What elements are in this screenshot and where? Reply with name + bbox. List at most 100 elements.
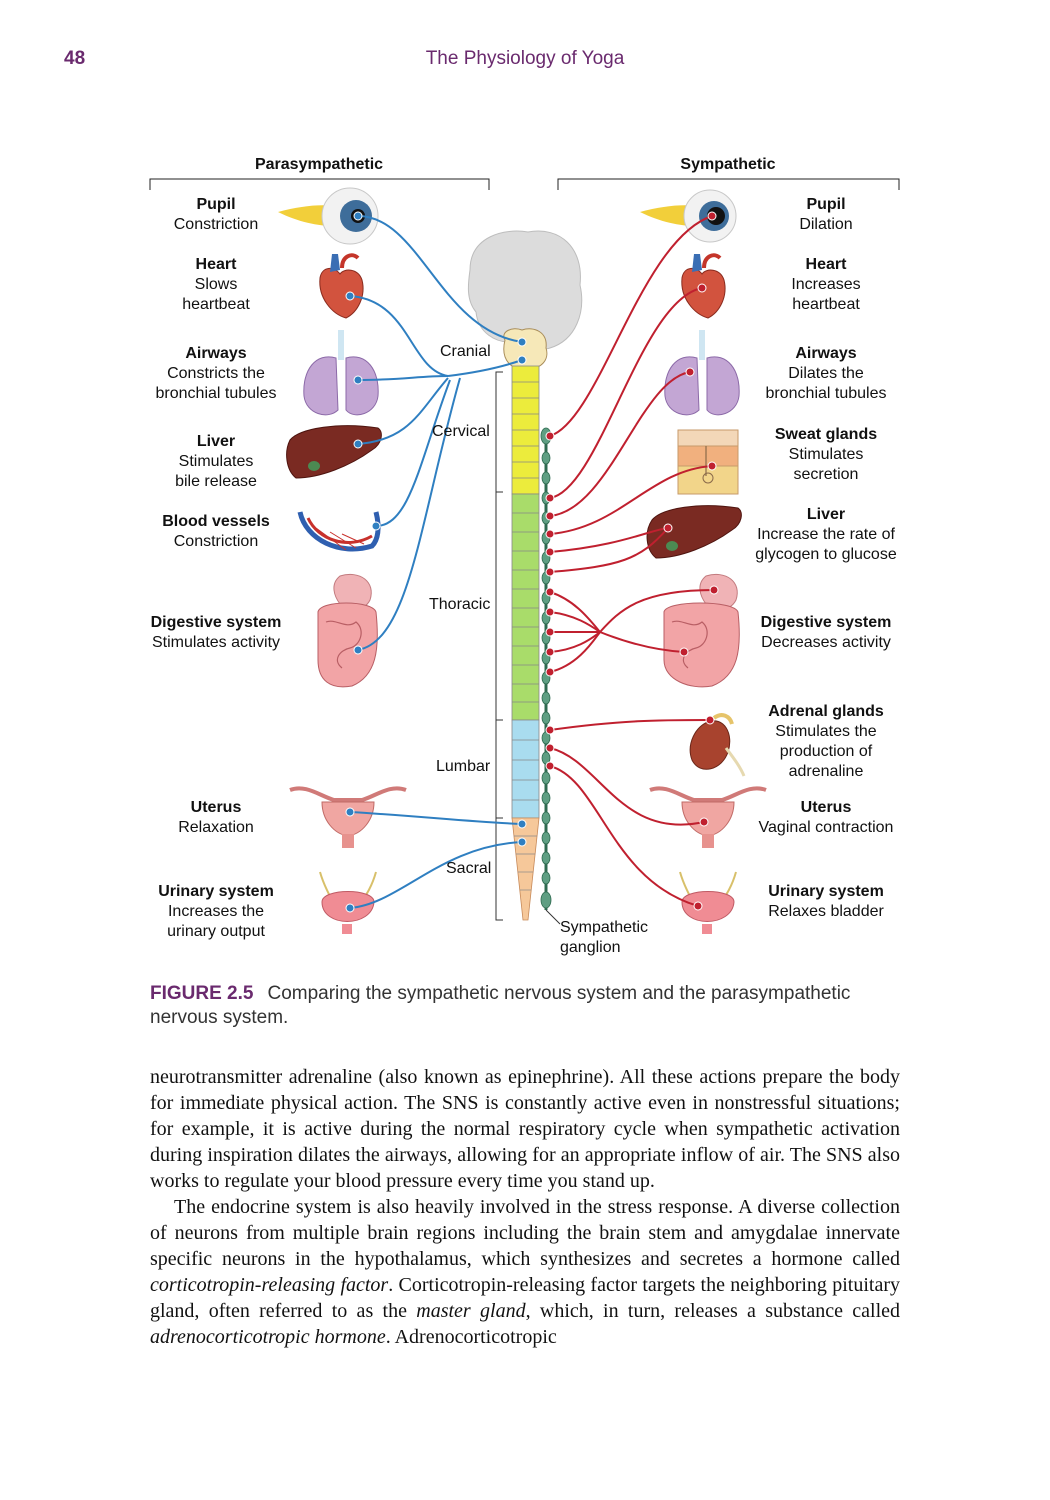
left-uterus-icon xyxy=(289,786,407,848)
label-desc: Increases the xyxy=(167,903,265,920)
right-label-liver: Liver Increase the rate of glycogen to g… xyxy=(736,505,916,565)
label-desc: Increases xyxy=(791,276,861,293)
label-desc: bronchial tubules xyxy=(155,385,277,402)
label-desc: Dilates the xyxy=(788,365,864,382)
ganglion-pointer xyxy=(545,909,561,925)
brain-shape xyxy=(467,230,583,350)
label-desc: Increase the rate of xyxy=(757,526,895,543)
label-desc: Relaxation xyxy=(178,819,254,836)
left-lungs-icon xyxy=(303,330,379,416)
right-label-heart: Heart Increases heartbeat xyxy=(736,255,916,315)
label-title: Liver xyxy=(196,433,236,450)
ganglion-label-line: ganglion xyxy=(560,939,621,956)
parasympathetic-dots xyxy=(345,211,527,913)
right-sweat-glands-icon xyxy=(677,429,739,495)
paragraph: The endocrine system is also heavily inv… xyxy=(150,1194,900,1350)
label-desc: Decreases activity xyxy=(761,634,891,651)
label-desc: heartbeat xyxy=(792,296,860,313)
label-title: Urinary system xyxy=(768,883,884,900)
label-title: Airways xyxy=(185,345,247,362)
text-run: The endocrine system is also heavily inv… xyxy=(150,1196,900,1270)
right-lungs-icon xyxy=(664,330,740,416)
spinal-cord xyxy=(511,365,540,921)
nervous-system-diagram: Parasympathetic Sympathetic xyxy=(149,156,900,934)
label-title: Heart xyxy=(195,256,237,273)
label-title: Pupil xyxy=(806,196,846,213)
text-run: , which, in turn, releases a substance c… xyxy=(525,1300,901,1322)
label-title: Uterus xyxy=(190,799,242,816)
label-desc: Constriction xyxy=(173,533,259,550)
label-desc: bile release xyxy=(175,473,257,490)
left-label-airways: Airways Constricts the bronchial tubules xyxy=(126,344,306,404)
body-text: neurotransmitter adrenaline (also known … xyxy=(150,1064,900,1350)
label-desc: urinary output xyxy=(167,923,265,940)
label-desc: Relaxes bladder xyxy=(768,903,884,920)
right-uterus-icon xyxy=(649,786,767,848)
label-desc: Stimulates the xyxy=(775,723,877,740)
label-desc: Slows xyxy=(194,276,238,293)
right-label-airways: Airways Dilates the bronchial tubules xyxy=(736,344,916,404)
segment-sacral: Sacral xyxy=(446,860,492,877)
segment-thoracic: Thoracic xyxy=(429,596,491,613)
running-title: The Physiology of Yoga xyxy=(425,48,625,69)
right-label-adrenal: Adrenal glands Stimulates the production… xyxy=(736,702,916,782)
left-label-uterus: Uterus Relaxation xyxy=(126,798,306,838)
label-desc: adrenaline xyxy=(788,763,864,780)
paragraph: neurotransmitter adrenaline (also known … xyxy=(150,1066,900,1192)
label-title: Liver xyxy=(806,506,846,523)
label-title: Urinary system xyxy=(158,883,274,900)
label-title: Digestive system xyxy=(760,614,892,631)
label-desc: Stimulates xyxy=(788,446,864,463)
label-desc: heartbeat xyxy=(182,296,250,313)
right-label-digestive: Digestive system Decreases activity xyxy=(736,613,916,653)
figure-caption-text: Comparing the sympathetic nervous system… xyxy=(150,983,851,1028)
text-run: . Adrenocorticotropic xyxy=(385,1326,557,1348)
left-heart-icon xyxy=(319,253,364,319)
parasympathetic-bracket xyxy=(149,178,490,190)
sympathetic-title: Sympathetic xyxy=(680,156,775,173)
label-title: Airways xyxy=(795,345,857,362)
sympathetic-nerves xyxy=(549,215,715,907)
left-label-urinary: Urinary system Increases the urinary out… xyxy=(126,882,306,942)
label-title: Blood vessels xyxy=(162,513,270,530)
label-title: Pupil xyxy=(196,196,236,213)
left-label-digestive: Digestive system Stimulates activity xyxy=(126,613,306,653)
ganglion-label-line: Sympathetic xyxy=(560,919,649,936)
label-title: Heart xyxy=(805,256,847,273)
label-title: Digestive system xyxy=(150,614,282,631)
left-liver-icon xyxy=(286,425,382,479)
italic-term: corticotropin-releasing factor xyxy=(150,1274,389,1296)
sympathetic-bracket xyxy=(557,178,900,190)
sympathetic-dots xyxy=(545,211,719,911)
text-run: . Corticotropin-releasing factor targets… xyxy=(150,1274,900,1322)
left-blood-vessels-icon xyxy=(297,511,381,552)
label-title: Uterus xyxy=(800,799,852,816)
label-desc: glycogen to glucose xyxy=(755,546,897,563)
right-heart-icon xyxy=(681,253,726,319)
segment-cranial: Cranial xyxy=(440,343,491,360)
label-title: Adrenal glands xyxy=(768,703,884,720)
label-desc: Dilation xyxy=(799,216,853,233)
right-label-urinary: Urinary system Relaxes bladder xyxy=(736,882,916,922)
segment-lumbar: Lumbar xyxy=(436,758,491,775)
segment-cervical: Cervical xyxy=(432,423,490,440)
label-desc: secretion xyxy=(793,466,859,483)
left-bladder-icon xyxy=(319,871,377,934)
italic-term: adrenocorticotropic hormone xyxy=(150,1326,386,1348)
label-desc: production of xyxy=(779,743,873,760)
label-title: Sweat glands xyxy=(774,426,878,443)
right-label-uterus: Uterus Vaginal contraction xyxy=(736,798,916,838)
label-desc: Stimulates activity xyxy=(151,634,281,651)
left-label-liver: Liver Stimulates bile release xyxy=(126,432,306,492)
left-label-heart: Heart Slows heartbeat xyxy=(126,255,306,315)
left-digestive-icon xyxy=(317,574,378,688)
parasympathetic-title: Parasympathetic xyxy=(255,156,383,173)
right-liver-icon xyxy=(646,505,742,559)
label-desc: Constriction xyxy=(173,216,259,233)
label-desc: Constricts the xyxy=(167,365,265,382)
ganglion-label: Sympathetic ganglion xyxy=(560,918,648,958)
right-label-sweat-glands: Sweat glands Stimulates secretion xyxy=(736,425,916,485)
parasympathetic-nerves xyxy=(349,215,523,909)
segment-bracket xyxy=(495,371,503,921)
right-eye-icon xyxy=(640,189,737,243)
